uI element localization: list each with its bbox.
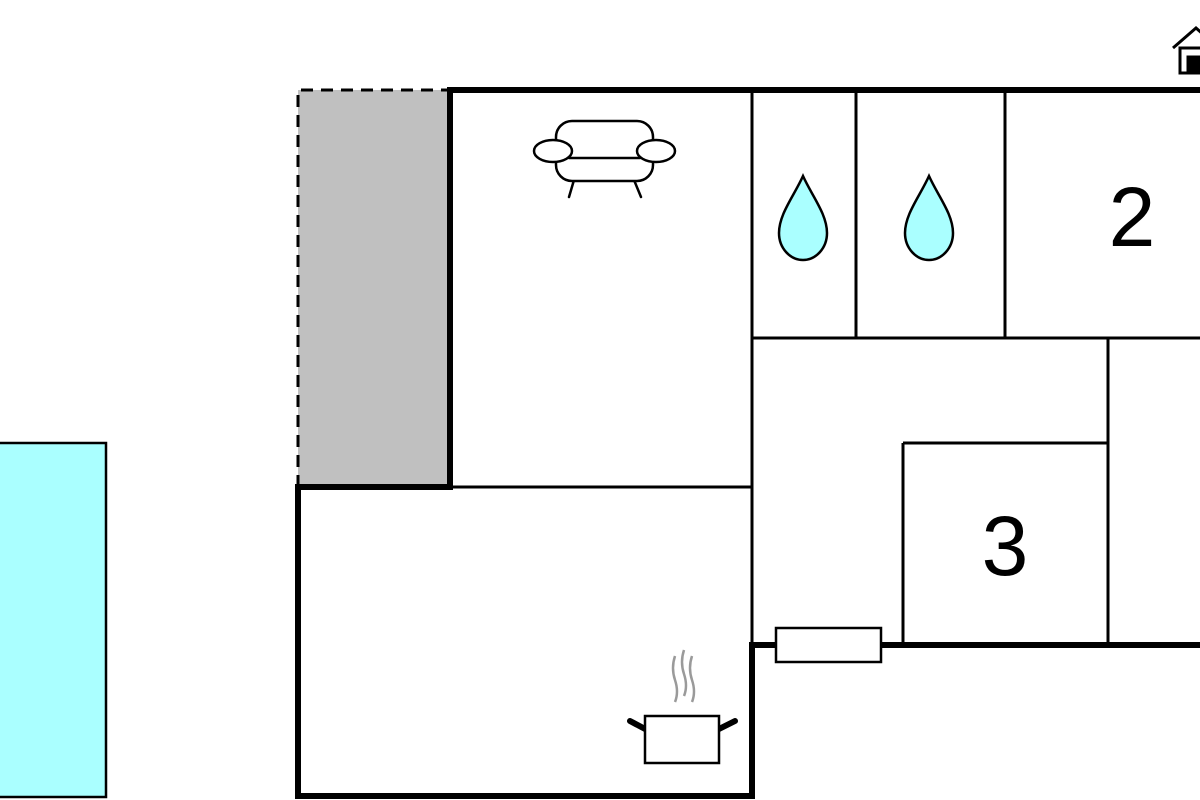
water-drop-icon [777,172,829,262]
room-label-2: 2 [1109,170,1156,264]
cooking-pot-icon [627,649,738,765]
swimming-pool [0,441,108,799]
room-label-3: 3 [982,499,1029,593]
house-icon [1172,26,1200,75]
water-drop-icon [903,172,955,262]
covered-terrace [296,88,450,487]
interior-walls [450,90,1200,645]
radiator [774,626,883,664]
exterior-walls [295,87,1200,799]
sofa-icon [532,119,677,199]
